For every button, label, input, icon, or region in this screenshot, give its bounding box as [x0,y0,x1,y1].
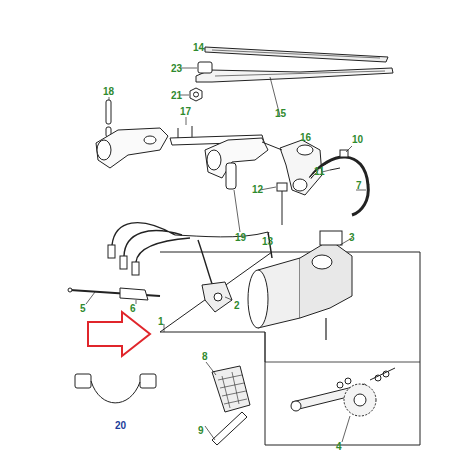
callout-number: 21 [171,90,182,101]
callout-number: 17 [180,106,191,117]
callout-number: 3 [349,232,355,243]
callout-number: 23 [171,63,182,74]
callout-number: 10 [352,134,363,145]
callout-number: 19 [235,232,246,243]
callout-number: 6 [130,303,136,314]
callout-number: 18 [103,86,114,97]
callout-number: 15 [275,108,286,119]
callout-number: 11 [314,166,325,177]
callout-number: 9 [198,425,204,436]
callout-number: 12 [252,184,263,195]
callout-number: 16 [300,132,311,143]
callout-number: 7 [356,180,362,191]
callout-number: 5 [80,303,86,314]
callout-number: 8 [202,351,208,362]
callout-number: 14 [193,42,204,53]
callout-number: 4 [336,441,342,452]
callout-number: 1 [158,316,164,327]
callout-number: 2 [234,300,240,311]
callout-number: 20 [115,420,126,431]
callout-number: 13 [262,236,273,247]
